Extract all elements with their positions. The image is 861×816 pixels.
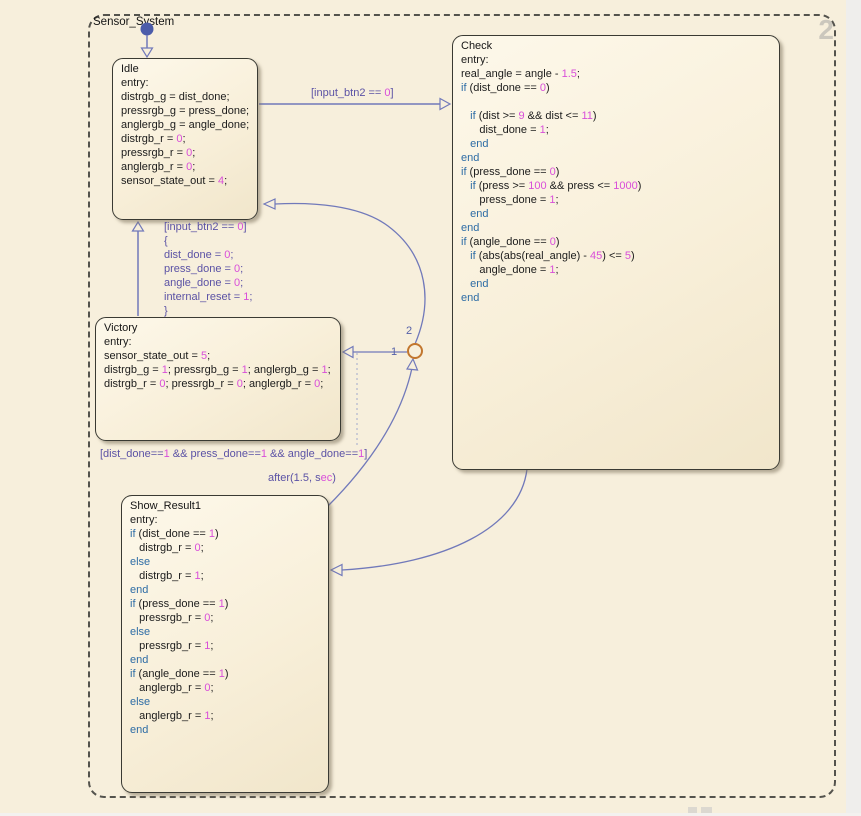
state-title: Show_Result1 bbox=[130, 500, 201, 512]
junction-branch-label-1: 1 bbox=[391, 345, 397, 359]
arrowhead[interactable] bbox=[341, 345, 354, 359]
state-show_result1[interactable]: Show_Result1 entry: if (dist_done == 1) di… bbox=[121, 495, 329, 793]
arrowhead[interactable] bbox=[131, 220, 145, 232]
state-code-line: if (dist >= 9 && dist <= 11) bbox=[470, 110, 597, 122]
state-check[interactable]: Check entry: real_angle = angle - 1.5; if (… bbox=[452, 35, 780, 470]
state-code-line: entry: bbox=[121, 77, 149, 89]
state-code-line: entry: bbox=[104, 336, 132, 348]
transition-label-line: press_done = 0; bbox=[164, 263, 244, 275]
state-code-line: real_angle = angle - 1.5; bbox=[461, 68, 580, 80]
transition-label-line: [dist_done==1 && press_done==1 && angle_… bbox=[100, 448, 368, 460]
state-code-line: distrgb_r = 0; bbox=[130, 542, 204, 554]
state-code-line: if (abs(abs(real_angle) - 45) <= 5) bbox=[470, 250, 635, 262]
state-code-line bbox=[461, 95, 771, 109]
state-idle[interactable]: Idle entry: distrgb_g = dist_done; pressrgb… bbox=[112, 58, 258, 220]
state-code-line: anglergb_r = 0; bbox=[121, 161, 196, 173]
transition-label-line: [input_btn2 == 0] bbox=[164, 221, 247, 233]
transition-label-idle-to-check: [input_btn2 == 0] bbox=[311, 86, 394, 100]
state-code-line: if (angle_done == 1) bbox=[130, 668, 229, 680]
transition-label-showresult-to-junction: after(1.5, sec) bbox=[268, 471, 336, 485]
state-code-line: entry: bbox=[461, 54, 489, 66]
transition-label-line: after(1.5, sec) bbox=[268, 472, 336, 484]
state-title: Victory bbox=[104, 322, 138, 334]
state-code-line: dist_done = 1; bbox=[461, 124, 549, 136]
state-code-line: end bbox=[130, 654, 149, 666]
arrowhead[interactable] bbox=[262, 198, 276, 210]
arrowhead[interactable] bbox=[329, 563, 343, 577]
transition-label-line: angle_done = 0; bbox=[164, 277, 244, 289]
state-code-line: pressrgb_r = 1; bbox=[130, 640, 214, 652]
state-code-line: end bbox=[461, 152, 480, 164]
transition-check-to-showresult[interactable] bbox=[341, 468, 528, 571]
arrowhead[interactable] bbox=[405, 357, 419, 371]
state-code-line: entry: bbox=[130, 514, 158, 526]
transition-label-line: } bbox=[164, 305, 168, 317]
transition-label-line: dist_done = 0; bbox=[164, 249, 234, 261]
arrowhead[interactable] bbox=[140, 47, 154, 59]
state-code-line: anglergb_g = angle_done; bbox=[121, 119, 250, 131]
state-code-line: pressrgb_r = 0; bbox=[121, 147, 196, 159]
transition-label-line: [input_btn2 == 0] bbox=[311, 87, 394, 99]
state-title: Check bbox=[461, 40, 493, 52]
partial-watermark bbox=[701, 807, 712, 813]
state-code-line: else bbox=[130, 556, 151, 568]
state-code-line: pressrgb_r = 0; bbox=[130, 612, 214, 624]
state-code-line: distrgb_r = 0; pressrgb_r = 0; anglergb_… bbox=[104, 378, 324, 390]
default-transition-dot[interactable] bbox=[140, 22, 154, 36]
state-code-line: anglergb_r = 0; bbox=[130, 682, 214, 694]
state-code-line: distrgb_g = 1; pressrgb_g = 1; anglergb_… bbox=[104, 364, 331, 376]
transition-label-victory-to-idle: [input_btn2 == 0] { dist_done = 0; press_do… bbox=[164, 220, 252, 318]
state-code-line: if (press_done == 1) bbox=[130, 598, 229, 610]
transition-label-line: 2 bbox=[406, 325, 413, 337]
state-code-line: anglergb_r = 1; bbox=[130, 710, 214, 722]
state-code-line: sensor_state_out = 5; bbox=[104, 350, 211, 362]
state-code-line: end bbox=[461, 292, 480, 304]
state-code-line: end bbox=[470, 138, 489, 150]
state-title: Idle bbox=[121, 63, 139, 75]
transition-label-line: 1 bbox=[391, 346, 398, 358]
state-code-line: sensor_state_out = 4; bbox=[121, 175, 228, 187]
chart-boundary[interactable] bbox=[88, 14, 836, 798]
state-code-line: if (angle_done == 0) bbox=[461, 236, 560, 248]
state-code-line: end bbox=[470, 278, 489, 290]
transition-junction-to-idle[interactable] bbox=[274, 202, 426, 345]
arrowhead[interactable] bbox=[439, 97, 452, 111]
state-code-line: distrgb_r = 1; bbox=[130, 570, 204, 582]
state-code-line: if (dist_done == 0) bbox=[461, 82, 550, 94]
transition-label-line: internal_reset = 1; bbox=[164, 291, 253, 303]
state-code-line: else bbox=[130, 626, 151, 638]
transition-label-line: { bbox=[164, 235, 168, 247]
state-code-line: press_done = 1; bbox=[461, 194, 559, 206]
state-code-line: if (press_done == 0) bbox=[461, 166, 560, 178]
junction-branch-label-2: 2 bbox=[406, 324, 412, 338]
state-code-line: end bbox=[130, 724, 149, 736]
chart-title[interactable]: Sensor_System bbox=[93, 16, 175, 28]
state-code-line: end bbox=[130, 584, 149, 596]
state-victory[interactable]: Victory entry: sensor_state_out = 5; distrg… bbox=[95, 317, 341, 441]
transition-showresult-to-junction[interactable] bbox=[326, 367, 413, 508]
window-chrome-right bbox=[846, 0, 861, 816]
junction[interactable] bbox=[407, 343, 423, 359]
state-code-line: end bbox=[461, 222, 480, 234]
state-code-line: end bbox=[470, 208, 489, 220]
state-code-line: distrgb_g = dist_done; bbox=[121, 91, 230, 103]
state-code-line: angle_done = 1; bbox=[461, 264, 559, 276]
partial-watermark bbox=[688, 807, 697, 813]
transition-label-junction-to-victory: [dist_done==1 && press_done==1 && angle_… bbox=[100, 447, 367, 461]
state-code-line: if (press >= 100 && press <= 1000) bbox=[470, 180, 642, 192]
window-chrome-bottom bbox=[0, 813, 861, 816]
state-code-line: pressrgb_g = press_done; bbox=[121, 105, 250, 117]
state-code-line: if (dist_done == 1) bbox=[130, 528, 219, 540]
page-number-watermark: 2 bbox=[818, 14, 834, 45]
state-code-line: else bbox=[130, 696, 151, 708]
state-code-line: distrgb_r = 0; bbox=[121, 133, 186, 145]
